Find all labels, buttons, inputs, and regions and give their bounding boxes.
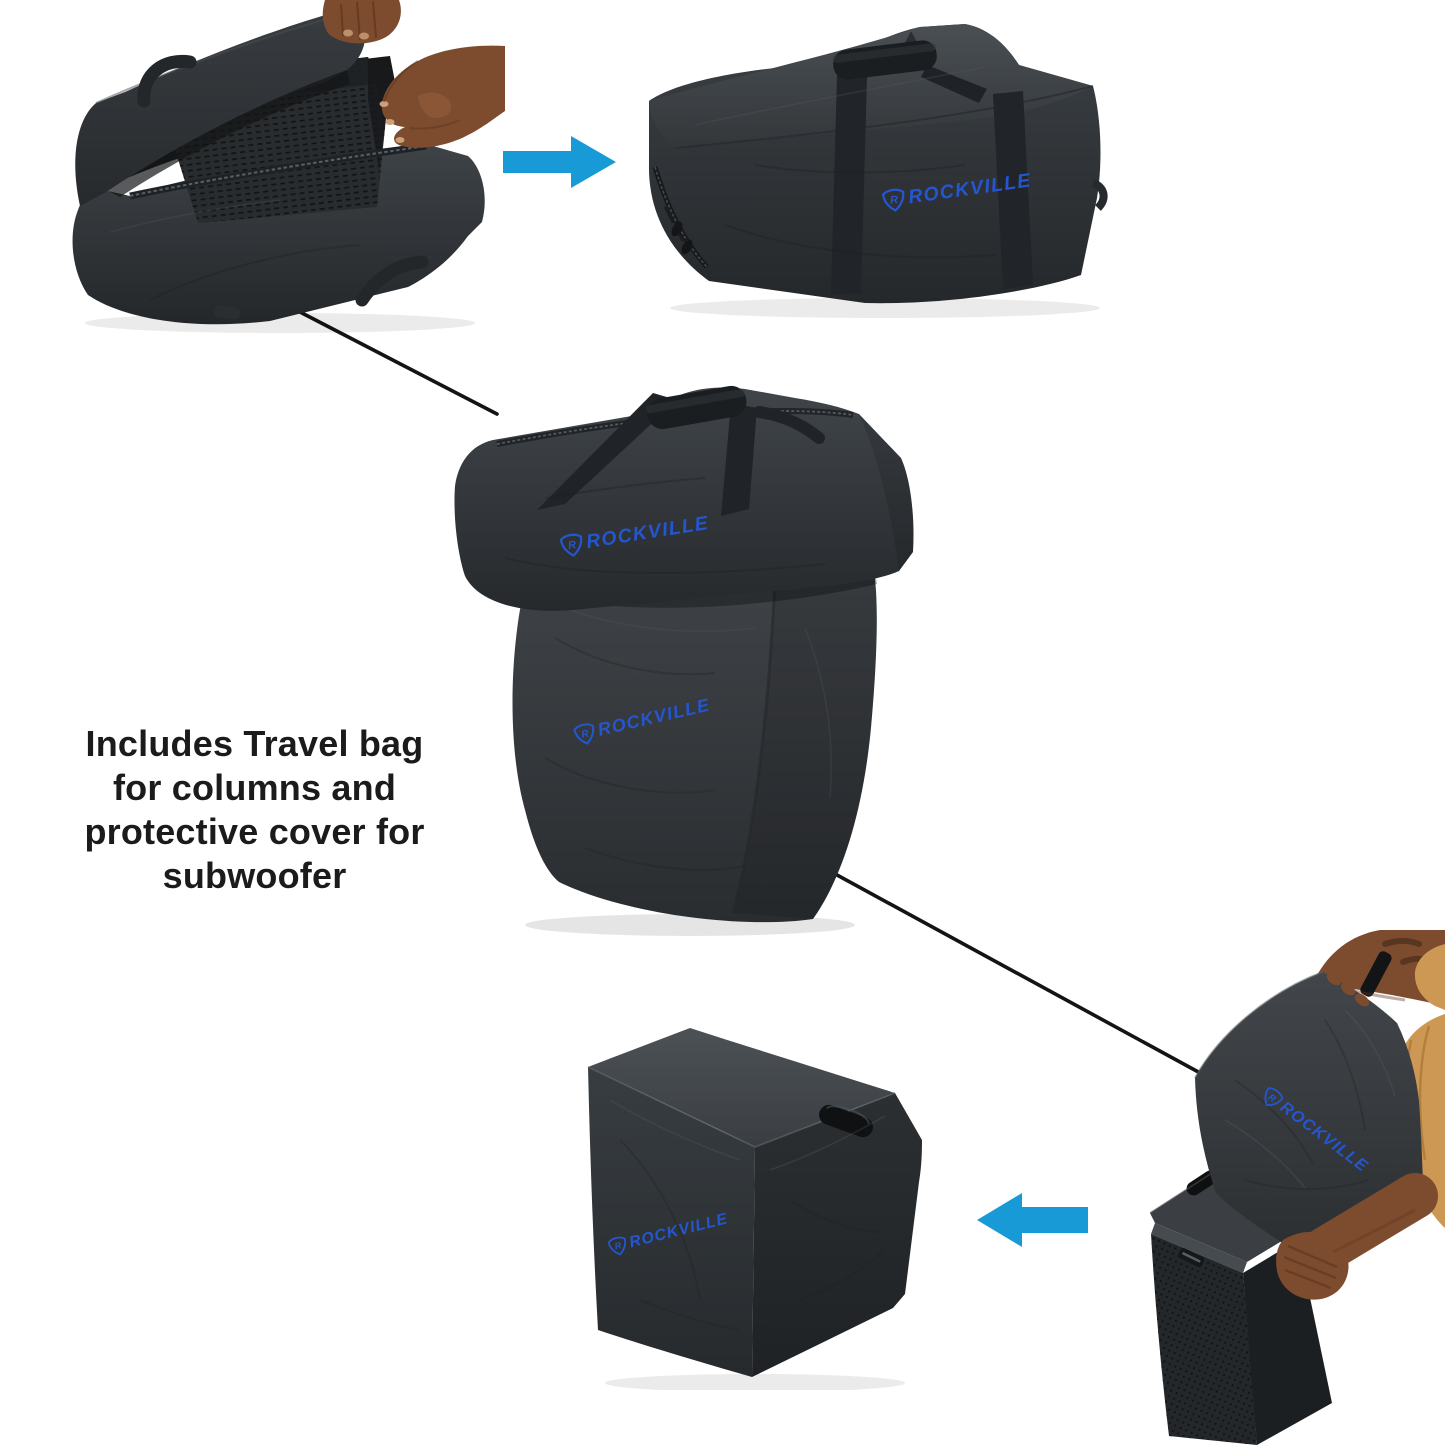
caption-line: Includes Travel bag — [85, 723, 424, 764]
subwoofer-badge — [1178, 1247, 1205, 1268]
hand-holding-speaker — [379, 45, 505, 148]
hand-holding-flap — [322, 0, 401, 44]
handle-cutout — [819, 1104, 873, 1138]
photo-open-travel-bag — [72, 0, 505, 333]
handle-strap — [537, 393, 677, 510]
arrow-right-icon — [503, 136, 616, 188]
photo-closed-travel-bag: R ROCKVILLE — [648, 24, 1108, 318]
connector-line-cover — [824, 867, 1226, 1088]
watch-band — [1360, 951, 1392, 997]
bag-handle — [355, 255, 429, 307]
rockville-shield-icon: R — [573, 723, 595, 745]
caption-line: protective cover for — [84, 811, 425, 852]
end-tab — [1091, 179, 1108, 211]
svg-text:R: R — [1266, 1092, 1278, 1104]
caption: Includes Travel bag for columns and prot… — [52, 722, 457, 898]
sweater-sleeve — [1414, 944, 1445, 1010]
rockville-shield-icon: R — [607, 1236, 627, 1256]
svg-text:R: R — [567, 539, 577, 552]
floor-shadow — [605, 1374, 905, 1390]
arrow-left-icon — [977, 1193, 1088, 1247]
shield-letter: R — [889, 194, 899, 207]
lower-forearm-and-hand — [1276, 1173, 1438, 1300]
subwoofer-cover — [512, 570, 877, 923]
subwoofer — [1149, 1170, 1332, 1445]
subwoofer-top — [1150, 1173, 1300, 1262]
subwoofer-right-face — [1243, 1240, 1332, 1445]
caption-line: for columns and — [112, 767, 397, 808]
subwoofer-handle-cutout — [1186, 1170, 1218, 1196]
travel-bag — [454, 387, 914, 611]
handle-grip — [646, 385, 747, 430]
bag-handle — [137, 54, 197, 108]
photo-covered-subwoofer: R ROCKVILLE — [587, 1028, 922, 1390]
cover-left-face — [588, 1067, 755, 1377]
zipper — [129, 142, 427, 200]
strap-loop — [753, 406, 825, 444]
bag-top-face — [649, 24, 1093, 148]
svg-text:R: R — [580, 728, 590, 741]
rockville-shield-icon: R — [1264, 1087, 1284, 1107]
cover-right-face — [752, 1093, 922, 1377]
zipper-pulls — [663, 206, 693, 255]
handle-strap — [993, 91, 1033, 289]
protective-cover-held — [1194, 971, 1423, 1250]
bag-tab — [213, 304, 241, 320]
handle-grip — [832, 40, 937, 80]
handle-strap — [721, 403, 757, 516]
svg-text:R: R — [614, 1240, 623, 1251]
shield-outline — [881, 188, 905, 212]
caption-line: subwoofer — [162, 855, 347, 896]
handle-strap — [831, 75, 867, 295]
floor-shadow — [670, 298, 1100, 318]
photo-bag-on-covered-subwoofer: R ROCKVILLE R ROCKVILLE — [454, 385, 914, 936]
bag-flap — [75, 12, 366, 207]
fingers-over-edge — [1326, 972, 1370, 1007]
rockville-shield-icon: R — [559, 533, 583, 557]
rockville-shield-icon: R — [881, 188, 905, 212]
cover-top-face — [588, 1028, 895, 1147]
photo-person-covering-subwoofer: R ROCKVILLE — [1149, 930, 1445, 1445]
